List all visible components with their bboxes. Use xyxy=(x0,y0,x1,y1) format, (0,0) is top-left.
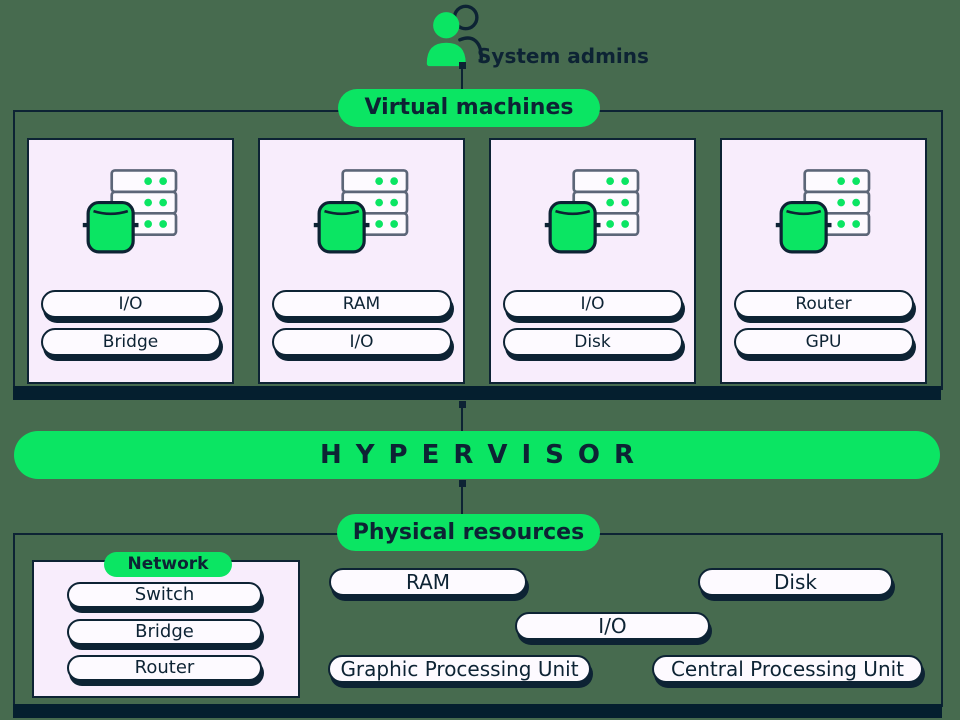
vm-resource-pill: I/O xyxy=(40,290,221,318)
vm-card: RAM I/O xyxy=(258,138,465,384)
network-pill-bridge: Bridge xyxy=(67,619,262,645)
physical-pill-disk: Disk xyxy=(698,568,893,596)
hypervisor-banner: HYPERVISOR xyxy=(14,431,940,479)
physical-pill-gpu: Graphic Processing Unit xyxy=(328,655,591,683)
connector-dot xyxy=(459,62,466,69)
vm-server-icon xyxy=(82,169,177,254)
vm-resource-pill: Disk xyxy=(502,328,683,356)
connector-vms-to-hypervisor xyxy=(461,401,463,431)
vm-resource-pill: I/O xyxy=(271,328,452,356)
connector-admins-to-vms xyxy=(461,68,463,90)
vm-server-icon xyxy=(544,169,639,254)
network-label: Network xyxy=(104,552,232,577)
physical-pill-io: I/O xyxy=(515,612,710,640)
vm-server-icon xyxy=(313,169,408,254)
system-admins-label: System admins xyxy=(477,44,649,68)
vm-card-row: I/O Bridge RAM I/O xyxy=(27,138,927,384)
vm-card: I/O Bridge xyxy=(27,138,234,384)
physical-box-base-bar xyxy=(13,704,942,718)
vm-resource-pill: RAM xyxy=(271,290,452,318)
physical-pill-cpu: Central Processing Unit xyxy=(652,655,923,683)
physical-resources-label: Physical resources xyxy=(337,514,600,551)
vm-resource-pill: GPU xyxy=(733,328,914,356)
vm-resource-pill: Bridge xyxy=(40,328,221,356)
vm-card: Router GPU xyxy=(720,138,927,384)
system-admins-icon xyxy=(426,4,483,67)
vm-card: I/O Disk xyxy=(489,138,696,384)
vm-box-base-bar xyxy=(13,386,941,400)
virtual-machines-label: Virtual machines xyxy=(338,89,600,127)
vm-resource-pill: I/O xyxy=(502,290,683,318)
vm-server-icon xyxy=(775,169,870,254)
vm-resource-pill: Router xyxy=(733,290,914,318)
connector-hypervisor-to-physical xyxy=(461,482,463,514)
network-pill-router: Router xyxy=(67,655,262,681)
network-pill-switch: Switch xyxy=(67,582,262,608)
physical-pill-ram: RAM xyxy=(329,568,527,596)
